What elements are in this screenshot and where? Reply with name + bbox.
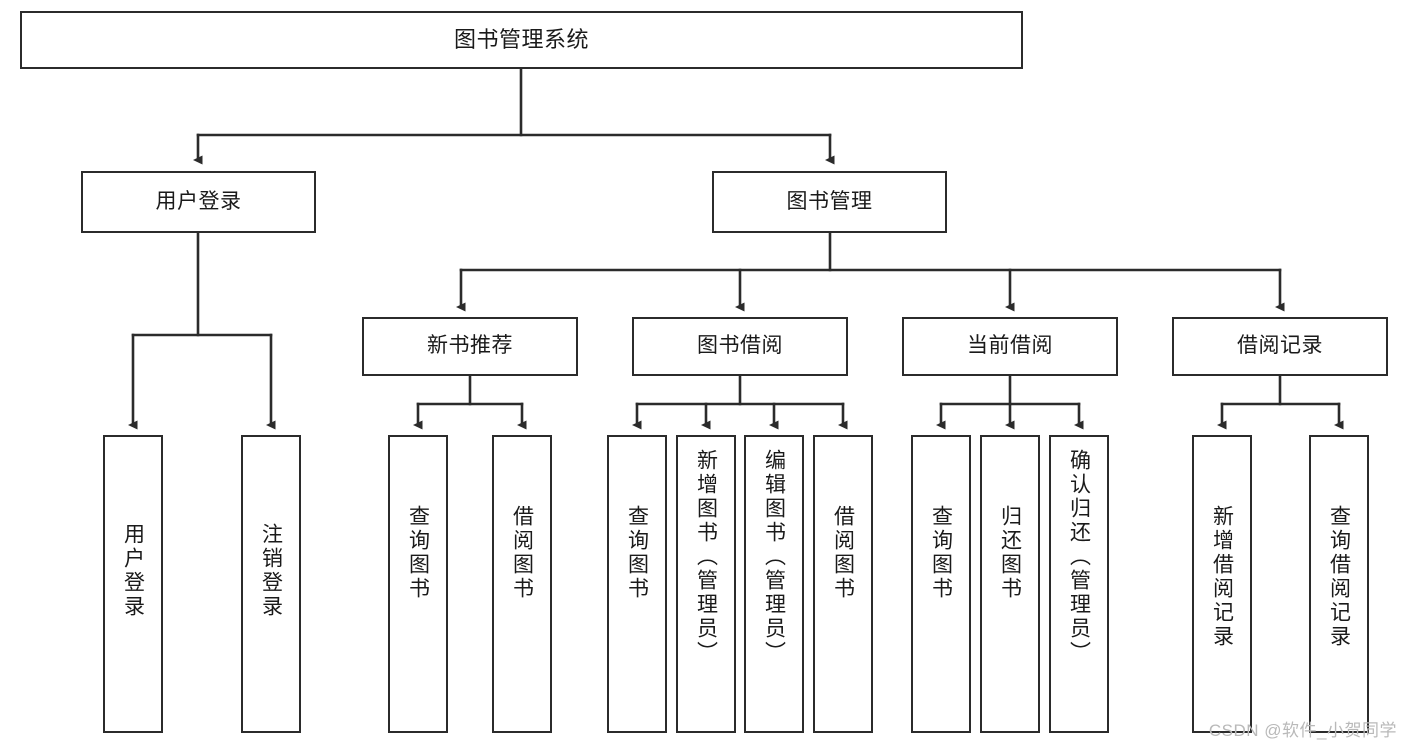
node-book-management[interactable]: 图书管理 <box>712 171 947 233</box>
node-new-book-recommend[interactable]: 新书推荐 <box>362 317 578 376</box>
leaf-user-login-signout-label: 注销登录 <box>259 523 283 619</box>
node-user-login[interactable]: 用户登录 <box>81 171 316 233</box>
leaf-new-book-borrow[interactable]: 借阅图书 <box>492 435 552 733</box>
node-current-borrow-label: 当前借阅 <box>967 334 1053 358</box>
leaf-record-query-label: 查询借阅记录 <box>1327 505 1351 649</box>
node-new-book-recommend-label: 新书推荐 <box>427 334 513 358</box>
leaf-user-login-signin[interactable]: 用户登录 <box>103 435 163 733</box>
leaf-new-book-query[interactable]: 查询图书 <box>388 435 448 733</box>
node-book-management-label: 图书管理 <box>786 189 873 213</box>
leaf-user-login-signout[interactable]: 注销登录 <box>241 435 301 733</box>
leaf-current-confirm-return[interactable]: 确认归还（管理员） <box>1049 435 1109 733</box>
leaf-borrow-add-book-label: 新增图书（管理员） <box>694 449 718 665</box>
leaf-current-query-book[interactable]: 查询图书 <box>911 435 971 733</box>
leaf-current-return-book[interactable]: 归还图书 <box>980 435 1040 733</box>
leaf-borrow-add-book[interactable]: 新增图书（管理员） <box>676 435 736 733</box>
leaf-record-query[interactable]: 查询借阅记录 <box>1309 435 1369 733</box>
leaf-user-login-signin-label: 用户登录 <box>121 523 145 619</box>
node-book-borrow[interactable]: 图书借阅 <box>632 317 848 376</box>
node-root-system-label: 图书管理系统 <box>453 26 589 52</box>
node-book-borrow-label: 图书借阅 <box>697 334 783 358</box>
leaf-current-query-book-label: 查询图书 <box>929 505 953 601</box>
node-current-borrow[interactable]: 当前借阅 <box>902 317 1118 376</box>
leaf-record-add-label: 新增借阅记录 <box>1210 505 1234 649</box>
leaf-borrow-edit-book[interactable]: 编辑图书（管理员） <box>744 435 804 733</box>
leaf-new-book-query-label: 查询图书 <box>406 505 430 601</box>
leaf-borrow-query-book-label: 查询图书 <box>625 505 649 601</box>
node-borrow-record-label: 借阅记录 <box>1237 334 1323 358</box>
leaf-current-return-book-label: 归还图书 <box>998 505 1022 601</box>
leaf-new-book-borrow-label: 借阅图书 <box>510 505 534 601</box>
leaf-borrow-query-book[interactable]: 查询图书 <box>607 435 667 733</box>
leaf-record-add[interactable]: 新增借阅记录 <box>1192 435 1252 733</box>
node-root-system[interactable]: 图书管理系统 <box>20 11 1023 69</box>
node-borrow-record[interactable]: 借阅记录 <box>1172 317 1388 376</box>
leaf-borrow-edit-book-label: 编辑图书（管理员） <box>762 449 786 665</box>
leaf-borrow-borrow-book-label: 借阅图书 <box>831 505 855 601</box>
node-user-login-label: 用户登录 <box>155 189 242 213</box>
leaf-borrow-borrow-book[interactable]: 借阅图书 <box>813 435 873 733</box>
leaf-current-confirm-return-label: 确认归还（管理员） <box>1067 449 1091 665</box>
csdn-watermark: CSDN @软件_小贺同学 <box>1208 721 1397 740</box>
